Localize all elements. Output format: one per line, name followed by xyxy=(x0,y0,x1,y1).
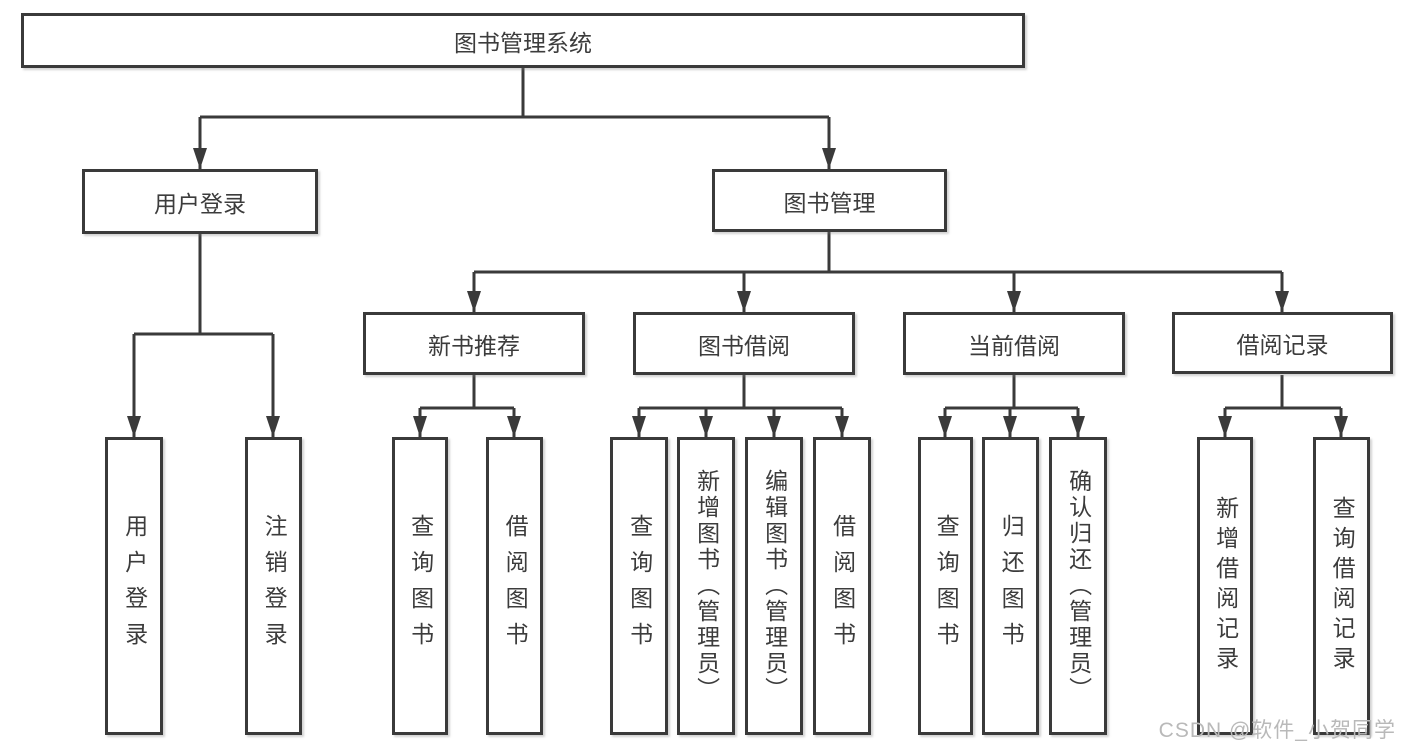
leaf-user-login: 用户登录 xyxy=(105,437,163,735)
node-current-borrow: 当前借阅 xyxy=(903,312,1125,375)
arrowhead xyxy=(1003,416,1017,437)
arrowhead xyxy=(127,416,141,437)
connector-borrow-record-to-leaves xyxy=(1218,375,1348,437)
leaf-query-book-current-label: 查询图书 xyxy=(933,514,960,658)
leaf-logout-label: 注销登录 xyxy=(261,514,288,658)
arrowhead xyxy=(767,416,781,437)
leaf-add-book-admin: 新增图书（管理员） xyxy=(677,437,735,735)
node-new-book-recommend: 新书推荐 xyxy=(363,312,585,375)
connector-user-login-to-leaves xyxy=(127,234,280,437)
leaf-query-book-current: 查询图书 xyxy=(918,437,973,735)
arrowhead xyxy=(1275,291,1289,312)
arrowhead xyxy=(938,416,952,437)
connector-book-management-to-level3 xyxy=(467,232,1289,312)
node-book-borrow: 图书借阅 xyxy=(633,312,855,375)
leaf-borrow-book-label: 借阅图书 xyxy=(829,514,856,658)
arrowhead xyxy=(737,291,751,312)
connector-new-book-recommend-to-leaves xyxy=(413,375,521,437)
node-root: 图书管理系统 xyxy=(21,13,1025,68)
arrowhead xyxy=(413,416,427,437)
node-user-login: 用户登录 xyxy=(82,169,318,234)
leaf-add-book-admin-label: 新增图书（管理员） xyxy=(693,469,720,703)
node-borrow-record: 借阅记录 xyxy=(1172,312,1393,374)
leaf-query-borrow-record-label: 查询借阅记录 xyxy=(1329,496,1356,676)
arrowhead xyxy=(1007,291,1021,312)
leaf-return-book: 归还图书 xyxy=(982,437,1039,735)
arrowhead xyxy=(1334,416,1348,437)
arrowhead xyxy=(193,148,207,169)
leaf-query-book-borrow: 查询图书 xyxy=(610,437,668,735)
leaf-edit-book-admin: 编辑图书（管理员） xyxy=(745,437,803,735)
leaf-borrow-book-recommend-label: 借阅图书 xyxy=(502,514,529,658)
connector-root-to-level2 xyxy=(193,68,836,169)
leaf-edit-book-admin-label: 编辑图书（管理员） xyxy=(761,469,788,703)
leaf-query-book-recommend-label: 查询图书 xyxy=(407,514,434,658)
connector-current-borrow-to-leaves xyxy=(938,375,1085,437)
arrowhead xyxy=(822,148,836,169)
leaf-add-borrow-record: 新增借阅记录 xyxy=(1197,437,1253,735)
leaf-confirm-return-admin: 确认归还（管理员） xyxy=(1049,437,1107,735)
arrowhead xyxy=(266,416,280,437)
arrowhead xyxy=(632,416,646,437)
arrowhead xyxy=(835,416,849,437)
node-book-management: 图书管理 xyxy=(712,169,947,232)
leaf-borrow-book-recommend: 借阅图书 xyxy=(486,437,543,735)
csdn-watermark: CSDN @软件_小贺同学 xyxy=(1158,719,1396,742)
leaf-query-borrow-record: 查询借阅记录 xyxy=(1313,437,1370,735)
arrowhead xyxy=(507,416,521,437)
leaf-logout: 注销登录 xyxy=(245,437,302,735)
leaf-borrow-book: 借阅图书 xyxy=(813,437,871,735)
arrowhead xyxy=(1218,416,1232,437)
leaf-query-book-recommend: 查询图书 xyxy=(392,437,448,735)
arrowhead xyxy=(1071,416,1085,437)
leaf-user-login-label: 用户登录 xyxy=(121,514,148,658)
leaf-return-book-label: 归还图书 xyxy=(998,514,1025,658)
leaf-confirm-return-admin-label: 确认归还（管理员） xyxy=(1065,469,1092,703)
leaf-add-borrow-record-label: 新增借阅记录 xyxy=(1212,496,1239,676)
connector-book-borrow-to-leaves xyxy=(632,375,849,437)
arrowhead xyxy=(467,291,481,312)
leaf-query-book-borrow-label: 查询图书 xyxy=(626,514,653,658)
arrowhead xyxy=(699,416,713,437)
